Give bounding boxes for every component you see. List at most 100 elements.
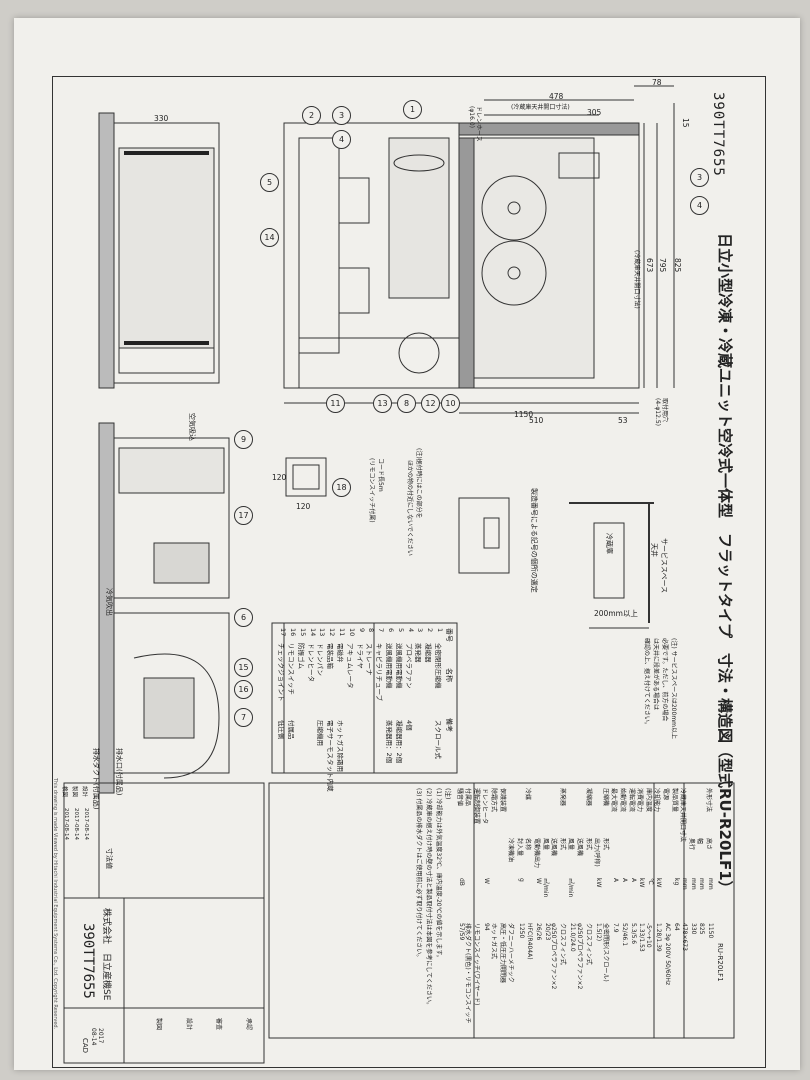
- parts-table-remark: 蒸発器用：2個: [385, 720, 393, 764]
- spec-table-model: RU-R20LF1: [716, 943, 724, 982]
- balloon: 3: [332, 106, 351, 125]
- parts-table-number: 9: [357, 628, 366, 633]
- parts-table-name: リモコンスイッチ: [287, 643, 295, 695]
- spec-table-subitem: 形式: [601, 838, 609, 851]
- spec-table-subitem: 形式: [584, 838, 592, 851]
- scale-label: 寸法値: [105, 848, 113, 869]
- spec-table-value: 21.0/24.0: [569, 923, 577, 952]
- drawing-sheet: 390TT7655 日立小型冷凍・冷蔵ユニット空冷式一体型 フラットタイプ 寸法…: [14, 18, 800, 1070]
- parts-table-remark: 電子サーモスタット内蔵: [326, 720, 335, 792]
- dim-remote-w: 120: [296, 502, 311, 511]
- spec-table-subitem: 幅: [696, 838, 704, 845]
- spec-table-value: φ250プロペラファン×2: [550, 923, 558, 990]
- spec-remark-line: (2) 冷蔵庫の据え付け時の壁の寸法と製品取付寸法は本図を参考にしてください。: [425, 788, 432, 1009]
- spec-table-item: 冷却能力: [653, 788, 661, 813]
- balloon: 1: [403, 100, 422, 119]
- dim-795: 795: [658, 258, 667, 273]
- spec-table-unit: g: [517, 878, 525, 882]
- balloon: 16: [234, 680, 253, 699]
- remote-cord-note: コード長5m (リモコンスイッチ付属): [368, 458, 384, 523]
- spec-table-unit: mm: [698, 878, 706, 890]
- parts-table-name: 送風機用電動機: [394, 643, 403, 689]
- parts-table-header: 番号: [445, 628, 453, 642]
- drawing-number-block: 390TT7655: [80, 923, 96, 999]
- spec-table-unit: W: [483, 878, 491, 884]
- dim-remote-h: 120: [272, 473, 287, 482]
- spec-table-item: 消費電力: [636, 788, 644, 813]
- dim-78: 78: [652, 78, 662, 87]
- spec-table-item: 最大電流: [610, 788, 618, 813]
- spec-table-subitem: 名称: [524, 838, 532, 851]
- spec-table-value: ダフニーハーメチック: [507, 923, 515, 983]
- parts-table-name: 全密閉形圧縮機: [434, 643, 442, 689]
- dim-673: 673: [645, 258, 654, 273]
- title-block-role: 設計: [81, 786, 87, 798]
- spec-table-subitem: 風量: [567, 838, 575, 851]
- parts-table-remark: スクロール式: [434, 720, 442, 759]
- parts-table-number: 13: [318, 628, 327, 637]
- spec-table-item: ドレンヒータ: [481, 788, 489, 825]
- spec-remark-line: (3) 付属品の排水ダクトはご使用前に必ず取り付けてください。: [415, 788, 422, 961]
- parts-table-name: ドレンパン: [316, 643, 325, 676]
- spec-table-value: 330: [689, 923, 697, 935]
- balloon: 13: [373, 394, 392, 413]
- dim-478-note: (冷蔵庫天井開口寸法): [511, 104, 570, 111]
- parts-table-number: 14: [308, 628, 317, 637]
- spec-table-value: HFC(R404A): [526, 923, 534, 960]
- spec-table-value: 52/46.1: [621, 923, 628, 947]
- spec-table-value: ホットガス式: [490, 923, 497, 960]
- spec-table-unit: ℃: [646, 878, 654, 885]
- dim-673-note: (冷蔵庫天井開口寸法): [633, 250, 640, 309]
- parts-table-remark: 4個: [404, 720, 413, 731]
- spec-table-unit: A: [612, 878, 620, 883]
- dim-15: 15: [681, 118, 690, 128]
- warning-note: (注)据付時にはこの部分を ほかの物の付近にしないでください: [406, 448, 422, 556]
- spec-table-value: 1.33/1.53: [638, 923, 646, 952]
- parts-table-number: 5: [396, 628, 405, 633]
- title-block-signer: 設計: [185, 1018, 192, 1031]
- title-block-date: 2017-08-14: [73, 808, 79, 840]
- parts-table-number: 6: [387, 628, 395, 633]
- spec-table-item: 付属品: [464, 788, 472, 807]
- spec-table-value: φ250プロペラファン×2: [576, 923, 583, 990]
- spec-table-subitem: 封入量: [515, 838, 523, 857]
- parts-table-remark: 低圧側: [277, 720, 286, 740]
- parts-table-remark: 凝縮器用：2個: [394, 720, 403, 764]
- spec-table-value: 全密閉形(スクロール): [601, 923, 609, 982]
- parts-table-name: チェックジョイント: [277, 643, 286, 702]
- spec-table-unit: mm: [681, 878, 689, 890]
- parts-table-name: ストレーナ: [365, 643, 374, 676]
- spec-table-value: 94: [483, 923, 491, 931]
- spec-table-unit: ㎥/min: [541, 878, 549, 898]
- spec-table-value: リモコンスイッチ(ワイヤード): [472, 923, 480, 1006]
- spec-table-item: 運転電流: [627, 788, 635, 813]
- spec-table-unit: A: [629, 878, 637, 883]
- drawing-title: 日立小型冷凍・冷蔵ユニット空冷式一体型 フラットタイプ 寸法・構造図（型式RU-…: [716, 233, 734, 896]
- spec-table-unit: kg: [672, 878, 680, 886]
- spec-remark-line: (1) 冷却能力は外気温度32℃、庫内温度-20℃の値を示します。: [435, 788, 442, 961]
- spec-table-item: 凝縮器: [584, 788, 592, 807]
- parts-table-number: 1: [436, 628, 444, 633]
- parts-table-number: 11: [338, 628, 346, 637]
- balloon: 18: [332, 478, 351, 497]
- air-in-label: 空気吸込: [188, 413, 196, 441]
- balloon: 9: [234, 430, 253, 449]
- spec-table-value: 26/26: [535, 923, 542, 941]
- balloon: 15: [234, 658, 253, 677]
- parts-table-number: 2: [426, 628, 435, 633]
- drawing-lineart: [63, 85, 735, 1064]
- spec-table-unit: kW: [638, 878, 646, 888]
- spec-table-item: 圧縮機: [601, 788, 609, 807]
- spec-table-value: 高圧・低圧圧力開閉器: [498, 923, 506, 984]
- spec-table-value: 1250: [517, 923, 525, 939]
- parts-table-remark: 圧縮機用: [316, 720, 325, 746]
- drain-hose-note: ドレンホース (φ16.0): [468, 106, 482, 142]
- spec-table-unit: kW: [595, 878, 603, 888]
- balloon: 6: [234, 608, 253, 627]
- date-label: 2017 08-14: [90, 1028, 104, 1046]
- spec-table-subitem: 奥行: [687, 838, 695, 851]
- balloon: 3: [690, 168, 709, 187]
- spec-table-value: 1.5(2): [595, 923, 603, 942]
- spec-table-subitem: 形式: [558, 838, 566, 851]
- spec-table-item: 保護装置: [498, 788, 506, 813]
